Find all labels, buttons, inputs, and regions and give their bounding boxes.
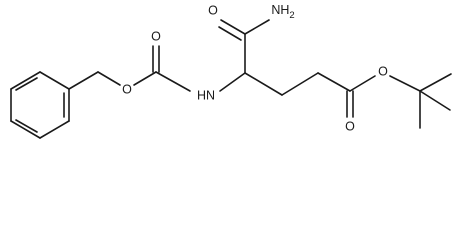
cb-cg-bond — [281, 72, 319, 96]
carbamate-nh-label: HN — [197, 88, 215, 102]
ring-bond — [10, 71, 41, 90]
ch2-o-bond — [97, 71, 121, 86]
ring-bond — [39, 71, 70, 90]
n-ca-bond — [219, 72, 246, 92]
ring-bond — [39, 120, 70, 139]
tbu-methyl-bond — [419, 73, 452, 92]
amide-cn-bond — [244, 19, 270, 35]
amide-nh2-label: NH2 — [271, 3, 294, 20]
carbamate-ether-oxygen-label: O — [122, 82, 132, 96]
o-ctbu-bond — [389, 75, 421, 92]
tbu-methyl-bond — [419, 90, 451, 111]
ring-double-bond — [15, 119, 38, 133]
c-n-bond — [155, 71, 191, 92]
ester-carbonyl-oxygen-label: O — [345, 119, 355, 133]
label-layer: NH2 O HN O O O O — [122, 3, 388, 133]
structure-canvas: NH2 O HN O O O O — [10, 3, 452, 139]
ring-double-bond — [15, 77, 38, 91]
amide-oxygen-label: O — [208, 3, 218, 17]
o-c-bond — [133, 71, 157, 86]
ester-co-single-bond — [349, 75, 376, 92]
ring-bond — [10, 120, 41, 139]
cg-cd-bond — [317, 72, 351, 92]
molecule-structure: NH2 O HN O O O O — [10, 3, 452, 139]
benzyl-bond — [68, 71, 99, 90]
amide-co-bond — [220, 19, 246, 35]
ca-cb-bond — [244, 72, 283, 96]
carbamate-carbonyl-oxygen-label: O — [151, 29, 161, 43]
amide-co-bond — [218, 26, 242, 41]
bond-layer — [10, 19, 452, 139]
ester-ether-oxygen-label: O — [378, 64, 388, 78]
